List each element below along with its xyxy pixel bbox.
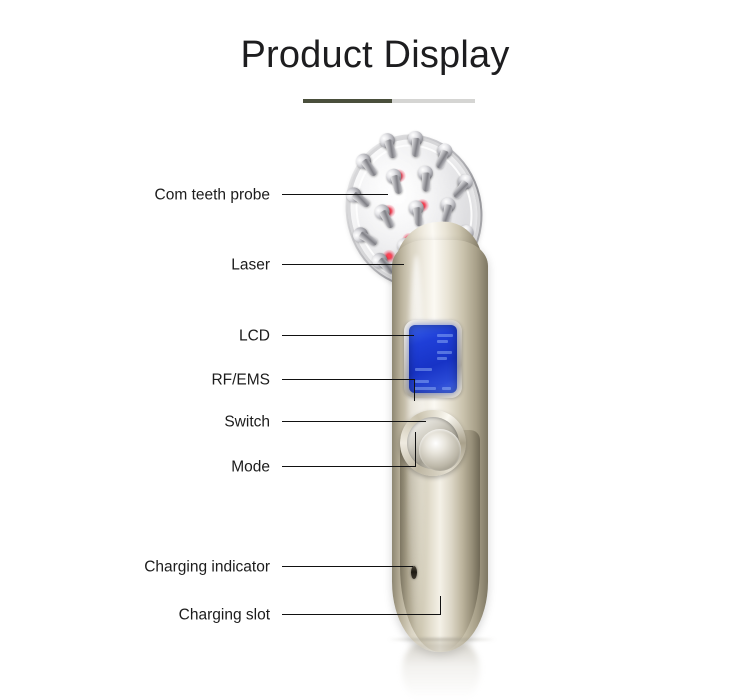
comb-tooth: [417, 165, 434, 192]
leader-line-rf-ems-drop: [414, 379, 416, 401]
leader-line-charging-slot: [282, 614, 441, 616]
control-button-face: [419, 429, 461, 471]
callout-label: Laser: [231, 256, 270, 274]
device-reflection: [402, 642, 480, 700]
callout-lcd: LCD: [150, 327, 270, 345]
page-title: Product Display: [240, 34, 510, 76]
callout-charging-indicator: Charging indicator: [80, 558, 270, 576]
callout-label: Charging indicator: [144, 558, 270, 576]
surface-line: [388, 638, 496, 641]
comb-tooth: [407, 130, 424, 158]
title-divider: [303, 99, 475, 103]
callout-mode: Mode: [150, 458, 270, 476]
callout-label: RF/EMS: [211, 371, 270, 389]
callout-switch: Switch: [140, 413, 270, 431]
lcd-screen: [409, 325, 457, 393]
charging-indicator-port: [411, 566, 417, 579]
leader-line-charging-slot-rise: [440, 596, 442, 615]
leader-line-switch: [282, 421, 426, 423]
callout-com-teeth-probe: Com teeth probe: [60, 186, 270, 204]
divider-dark-segment: [303, 99, 393, 103]
product-image: [330, 120, 530, 700]
leader-line-lcd: [282, 335, 414, 337]
leader-line-laser: [282, 264, 404, 266]
divider-light-segment: [392, 99, 475, 103]
leader-line-com-teeth-probe: [282, 194, 388, 196]
leader-line-charging-indicator: [282, 566, 413, 568]
leader-line-rf-ems: [282, 379, 415, 381]
callout-rf-ems: RF/EMS: [130, 371, 270, 389]
callout-label: Switch: [224, 413, 270, 431]
callout-laser: Laser: [120, 256, 270, 274]
callout-charging-slot: Charging slot: [110, 606, 270, 624]
callout-label: LCD: [238, 327, 270, 345]
leader-line-mode-rise: [415, 432, 417, 467]
callout-label: Com teeth probe: [154, 186, 270, 204]
callout-label: Mode: [231, 458, 270, 476]
callout-label: Charging slot: [178, 606, 270, 624]
lcd-bezel: [404, 320, 462, 398]
leader-line-mode: [282, 466, 416, 468]
